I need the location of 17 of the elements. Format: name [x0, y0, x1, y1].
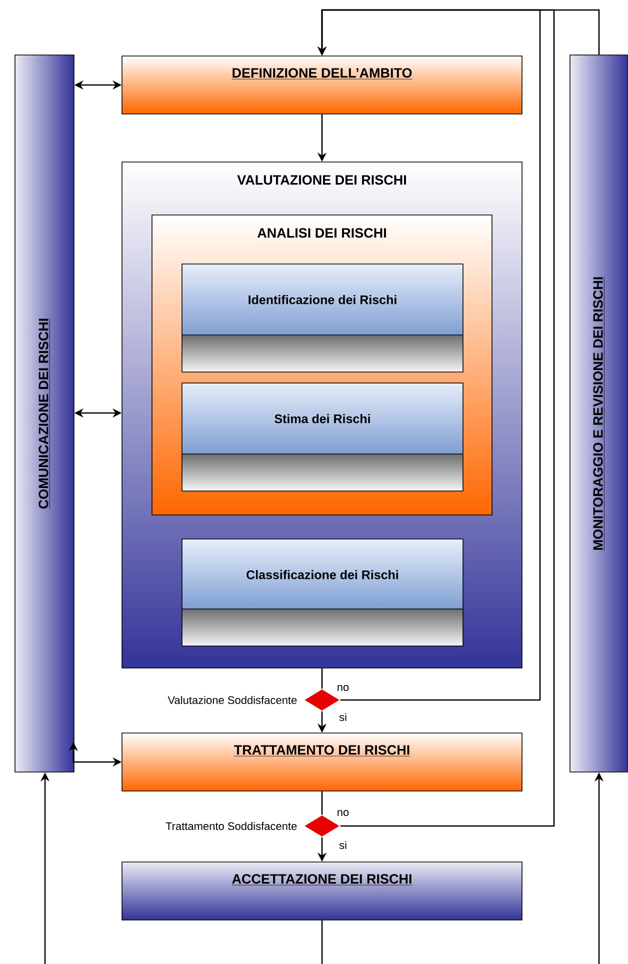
node-label: Trattamento Soddisfacente	[166, 822, 297, 830]
step-box: Classificazione dei Rischi	[182, 538, 464, 646]
step-box: Identificazione dei Rischi	[182, 264, 464, 372]
process-box: ACCETTAZIONE DEI RISCHI	[122, 862, 522, 920]
process-box: TRATTAMENTO DEI RISCHI	[122, 732, 522, 792]
connector-line	[321, 791, 323, 815]
connector-line	[321, 668, 323, 689]
connector-line	[321, 920, 323, 964]
edge-label: si	[339, 712, 346, 722]
node-label: Valutazione Soddisfacente	[168, 696, 297, 704]
edge-label: no	[338, 685, 349, 692]
edge-label: si	[339, 840, 346, 850]
step-box: Stima dei Rischi	[182, 382, 464, 492]
side-bar: COMUNICAZIONE DEI RISCHI	[14, 54, 74, 772]
side-bar: MONITORAGGIO E REVISIONE DEI RISCHI	[570, 54, 628, 772]
edge-label: no	[338, 810, 349, 816]
process-box: DEFINIZIONE DELL’AMBITO	[122, 56, 522, 114]
